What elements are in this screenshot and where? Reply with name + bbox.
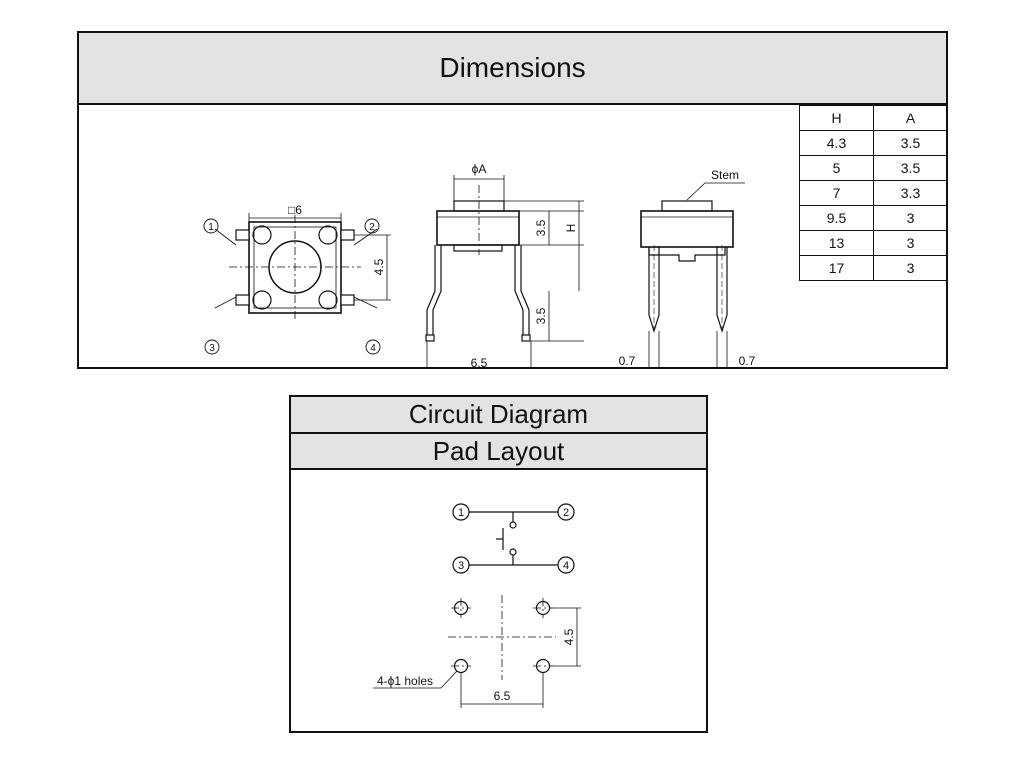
pin-2-label: 2 (369, 222, 375, 233)
table-cell: 7 (799, 180, 874, 206)
table-cell: 3 (873, 255, 948, 281)
dimension-drawings: □6 4.5 1 2 3 4 ϕA 3.5 H 3.5 6.5 Stem 0.7… (203, 162, 756, 367)
pin-3-label: 3 (209, 343, 215, 354)
table-cell: 9.5 (799, 205, 874, 231)
h-label: H (564, 224, 578, 233)
stem-label: Stem (711, 168, 739, 182)
leg-height-label: 3.5 (534, 307, 548, 324)
table-cell: 3 (873, 230, 948, 256)
table-cell: 5 (799, 155, 874, 181)
diameter-label: ϕA (472, 162, 487, 176)
holes-label: 4-ϕ1 holes (377, 674, 433, 688)
front-width-label: 6.5 (471, 356, 488, 367)
circuit-drawing: 1 2 3 4 4.5 6.5 4-ϕ1 holes (373, 503, 581, 708)
top-size-label: □6 (288, 203, 302, 217)
circuit-pin-3: 3 (458, 560, 464, 572)
table-cell: 13 (799, 230, 874, 256)
circuit-pin-2: 2 (563, 507, 569, 519)
pin-4-label: 4 (370, 343, 376, 354)
switch-schematic (452, 503, 575, 574)
front-view-drawing (425, 175, 584, 367)
table-header-cell: A (873, 105, 948, 131)
cap-height-label: 3.5 (534, 219, 548, 236)
dimensions-panel: Dimensions (77, 31, 948, 369)
table-cell: 3.5 (873, 155, 948, 181)
table-cell: 3 (873, 205, 948, 231)
top-height-label: 4.5 (372, 258, 386, 275)
table-header-cell: H (799, 105, 874, 131)
circuit-pin-1: 1 (458, 507, 464, 519)
table-cell: 17 (799, 255, 874, 281)
circuit-title: Circuit Diagram (291, 397, 706, 434)
pad-height-label: 4.5 (562, 628, 576, 645)
pad-layout-drawing (373, 595, 581, 708)
circuit-pin-4: 4 (563, 560, 569, 572)
circuit-panel: Circuit Diagram Pad Layout (289, 395, 708, 733)
table-cell: 3.5 (873, 130, 948, 156)
table-cell: 3.3 (873, 180, 948, 206)
right-pin-width-label: 0.7 (739, 354, 756, 367)
top-view-drawing (203, 213, 391, 355)
left-pin-width-label: 0.7 (619, 354, 636, 367)
pad-layout-title: Pad Layout (291, 434, 706, 470)
table-cell: 4.3 (799, 130, 874, 156)
side-view-drawing (640, 182, 745, 367)
pad-width-label: 6.5 (494, 689, 511, 703)
pin-1-label: 1 (208, 222, 214, 233)
dimensions-title: Dimensions (79, 33, 946, 105)
